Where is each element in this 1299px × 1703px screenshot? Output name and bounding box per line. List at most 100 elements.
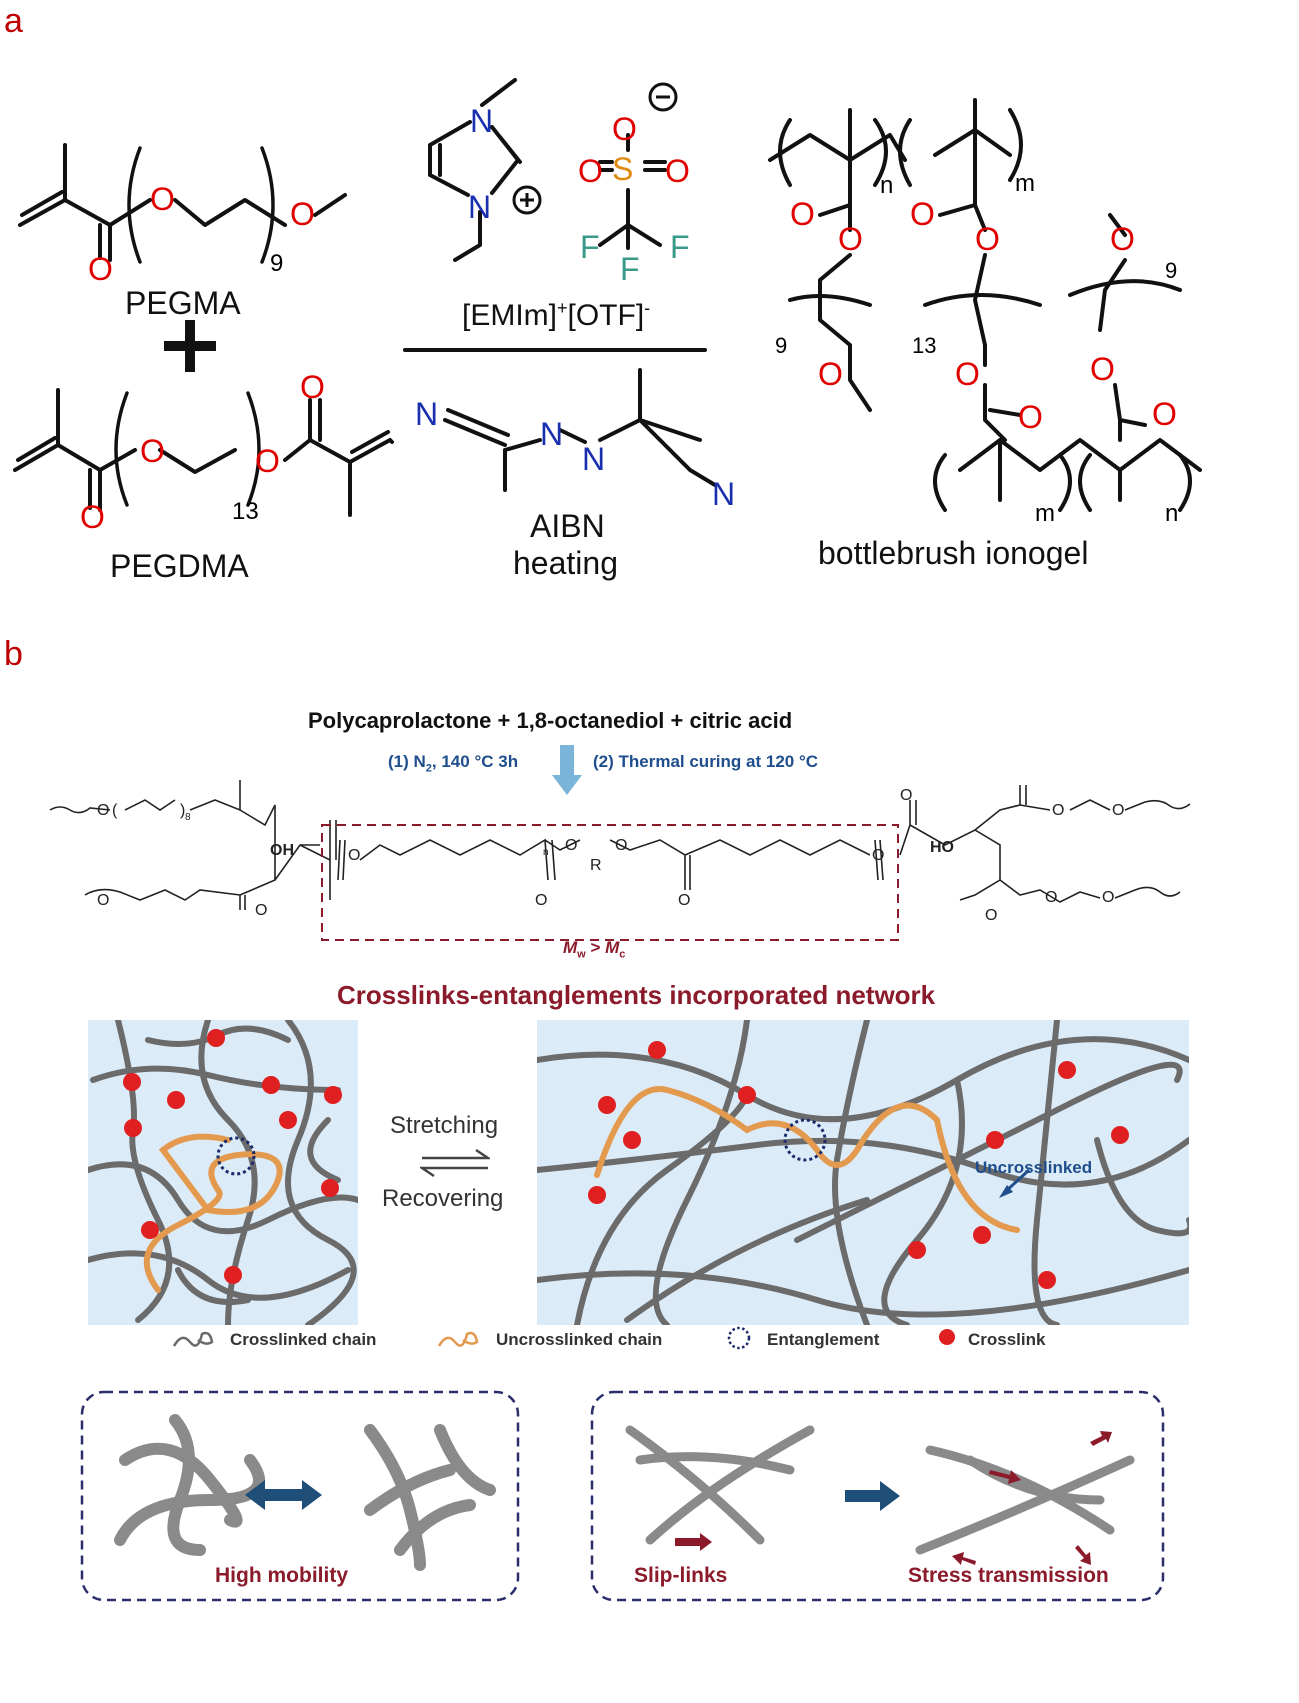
svg-text:O: O xyxy=(1152,396,1177,432)
svg-text:F: F xyxy=(580,229,600,265)
pegma-label: PEGMA xyxy=(125,285,241,321)
uncrosslinked-chain-relaxed xyxy=(143,1133,283,1293)
aibn-label: AIBN xyxy=(530,508,605,544)
slip-links-label: Slip-links xyxy=(634,1564,728,1587)
svg-text:N: N xyxy=(712,476,735,512)
svg-text:R: R xyxy=(590,857,602,874)
svg-text:O: O xyxy=(1090,351,1115,387)
svg-text:S: S xyxy=(612,151,633,187)
crosslinked-chain-icon xyxy=(172,1331,214,1347)
svg-text:): ) xyxy=(180,802,185,819)
product-rep9-right: 9 xyxy=(1165,258,1178,283)
entanglement-icon xyxy=(727,1326,751,1350)
network-relaxed xyxy=(88,1020,358,1325)
high-mobility-label: High mobility xyxy=(215,1564,348,1587)
svg-text:O: O xyxy=(88,251,113,287)
svg-text:F: F xyxy=(670,229,690,265)
svg-text:O: O xyxy=(1110,221,1135,257)
uncrosslinked-chain-icon xyxy=(437,1331,479,1347)
svg-text:N: N xyxy=(540,416,563,452)
product-structure xyxy=(768,98,1012,207)
svg-text:O: O xyxy=(985,907,997,924)
plus-sign xyxy=(164,320,216,372)
svg-text:O: O xyxy=(300,369,325,405)
uncrosslinked-annotation: Uncrosslinked xyxy=(975,1158,1093,1177)
svg-text:HO: HO xyxy=(930,839,954,856)
mw-mc-label: Mw > Mc xyxy=(563,938,625,960)
pegdma-structure xyxy=(13,388,137,512)
emim-text: [EMIm] xyxy=(462,299,557,332)
svg-text:O: O xyxy=(97,802,109,819)
step1-b: , 140 °C 3h xyxy=(431,752,519,771)
panel-a-label: a xyxy=(4,2,23,40)
recovering-label: Recovering xyxy=(382,1185,504,1212)
svg-text:O: O xyxy=(348,847,360,864)
svg-text:O: O xyxy=(955,356,980,392)
svg-text:O: O xyxy=(910,196,935,232)
svg-text:O: O xyxy=(790,196,815,232)
svg-text:8: 8 xyxy=(185,812,191,823)
pegdma-repeat: 13 xyxy=(232,498,259,525)
gt-text: > xyxy=(585,938,606,957)
product-rep9-left: 9 xyxy=(775,333,788,358)
svg-text:O: O xyxy=(678,892,690,909)
svg-text:O: O xyxy=(872,847,884,864)
svg-text:F: F xyxy=(620,251,640,287)
step1-a: (1) N xyxy=(388,752,426,771)
svg-text:OH: OH xyxy=(270,842,294,859)
svg-text:O: O xyxy=(565,837,577,854)
svg-text:O: O xyxy=(838,221,863,257)
mobility-box xyxy=(80,1390,520,1602)
svg-text:O: O xyxy=(900,787,912,804)
svg-text:O: O xyxy=(255,902,267,919)
emim-charge: + xyxy=(557,298,568,318)
svg-text:O: O xyxy=(578,153,603,189)
svg-text:O: O xyxy=(615,837,627,854)
network-title: Crosslinks-entanglements incorporated ne… xyxy=(337,980,936,1010)
pegma-structure xyxy=(18,143,152,262)
svg-text:N: N xyxy=(468,189,491,225)
step1-sub: 2 xyxy=(425,762,432,775)
product-n-top: n xyxy=(880,172,894,199)
pegdma-label: PEGDMA xyxy=(110,548,249,584)
product-m-bottom: m xyxy=(1035,500,1055,527)
reactants-text: Polycaprolactone + 1,8-octanediol + citr… xyxy=(308,708,793,733)
legend-crosslinked-chain: Crosslinked chain xyxy=(230,1330,377,1349)
svg-text:O: O xyxy=(1018,399,1043,435)
mc-text: M xyxy=(605,938,620,957)
polyester-structure: O ( ) 8 O OH O O O O O R O O O O HO O O … xyxy=(49,780,1191,941)
svg-text:N: N xyxy=(470,103,493,139)
heating-label: heating xyxy=(513,545,618,581)
otf-text: [OTF] xyxy=(567,299,645,332)
legend-crosslink: Crosslink xyxy=(968,1330,1046,1349)
mc-sub: c xyxy=(619,948,626,961)
svg-text:O: O xyxy=(290,196,315,232)
stretching-label: Stretching xyxy=(390,1112,499,1139)
svg-text:n: n xyxy=(543,847,549,858)
emim-structure xyxy=(428,78,522,262)
slip-link-box xyxy=(590,1390,1165,1602)
svg-text:O: O xyxy=(818,356,843,392)
mobility-double-arrow xyxy=(245,1480,322,1510)
step2-text: (2) Thermal curing at 120 °C xyxy=(593,752,819,771)
otf-structure xyxy=(598,133,667,250)
legend-entanglement: Entanglement xyxy=(767,1330,880,1349)
entanglement-marker-stretched xyxy=(783,1118,827,1162)
svg-text:O: O xyxy=(665,153,690,189)
svg-text:O: O xyxy=(1010,780,1022,784)
network-stretched xyxy=(537,1020,1189,1325)
ionic-liquid-label: [EMIm]+[OTF]- xyxy=(462,298,650,333)
panel-a-scheme: O O O O O O O N N O S O O F F F N N N N … xyxy=(13,78,1202,535)
aibn-structure xyxy=(443,368,717,492)
svg-text:O: O xyxy=(140,433,165,469)
svg-text:O: O xyxy=(1052,802,1064,819)
svg-text:O: O xyxy=(80,499,105,535)
mw-text: M xyxy=(563,938,578,957)
entanglement-marker xyxy=(216,1136,256,1176)
svg-text:O: O xyxy=(1112,802,1124,819)
svg-text:O: O xyxy=(612,111,637,147)
stress-transmission-label: Stress transmission xyxy=(908,1564,1109,1587)
step1-text: (1) N2, 140 °C 3h xyxy=(388,752,518,774)
svg-text:O: O xyxy=(255,443,280,479)
panel-b-label: b xyxy=(4,635,23,673)
